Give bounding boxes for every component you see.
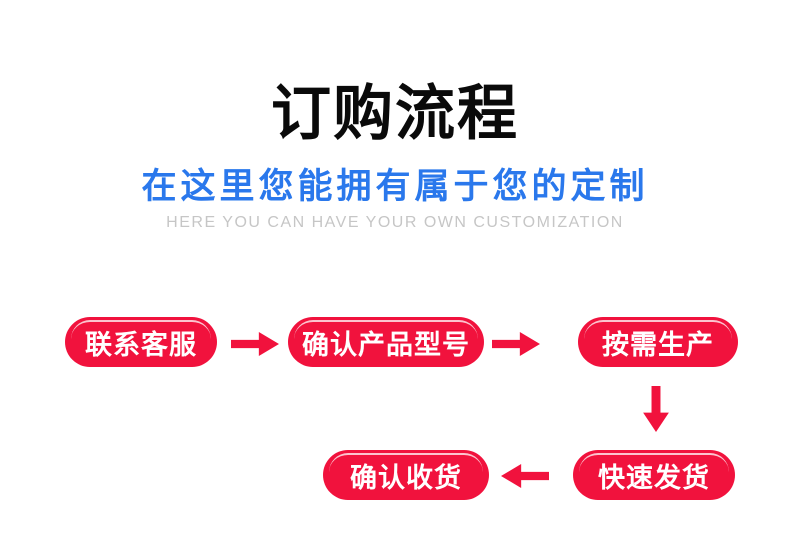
arrow-right-icon: [231, 332, 279, 356]
section-subtitle-english: HERE YOU CAN HAVE YOUR OWN CUSTOMIZATION: [166, 214, 624, 231]
arrow-right-icon: [492, 332, 540, 356]
section-subtitle: 在这里您能拥有属于您的定制: [141, 167, 649, 206]
flow-step-confirm-model: 确认产品型号: [288, 317, 484, 367]
flow-step-contact-service: 联系客服: [65, 317, 217, 367]
flow-step-produce-on-demand: 按需生产: [578, 317, 738, 367]
flow-step-fast-shipping: 快速发货: [573, 450, 735, 500]
flow-step-label: 确认产品型号: [302, 329, 470, 360]
flow-step-label: 确认收货: [350, 462, 462, 493]
page-title: 订购流程: [271, 80, 519, 147]
flow-step-label: 按需生产: [602, 329, 714, 360]
flow-step-label: 快速发货: [598, 462, 710, 493]
flow-step-label: 联系客服: [85, 329, 197, 360]
arrow-down-icon: [643, 386, 669, 432]
arrow-left-icon: [501, 464, 549, 488]
flow-step-confirm-receipt: 确认收货: [323, 450, 489, 500]
